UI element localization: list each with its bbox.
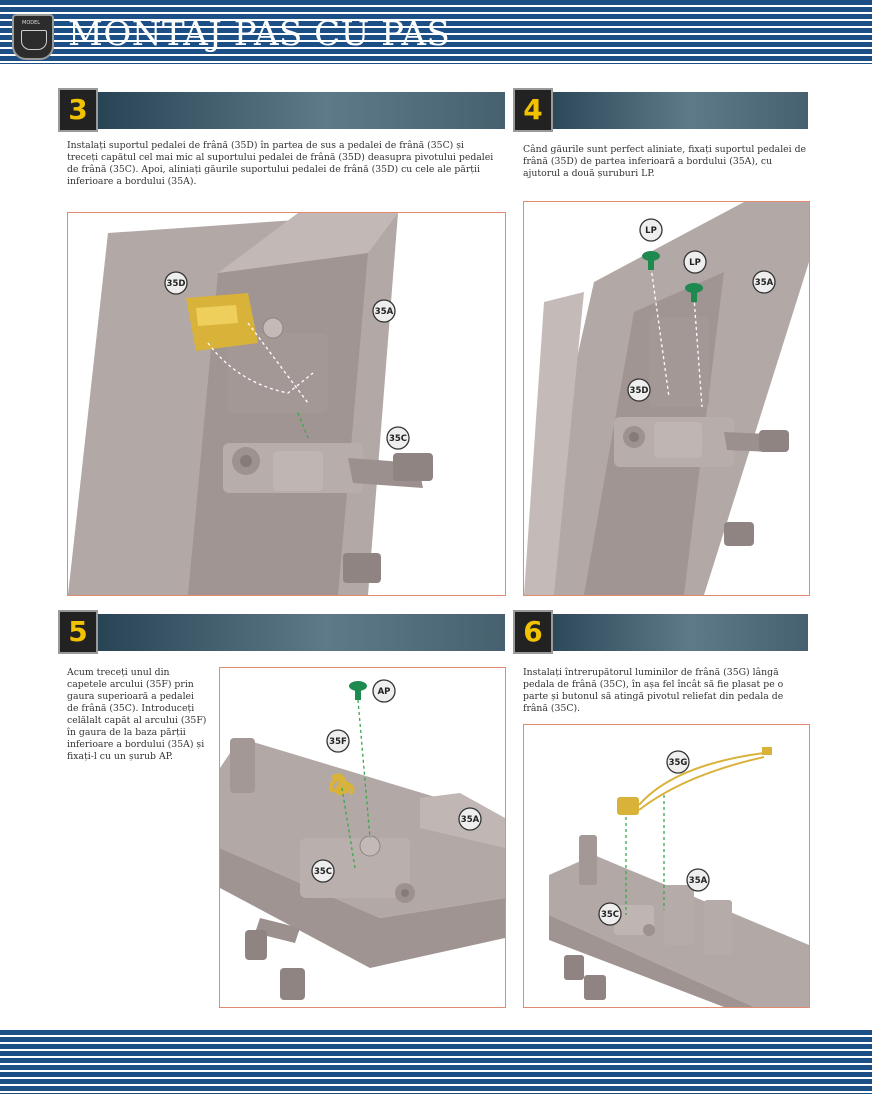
step-5-bar [58,614,505,651]
label-35a-callout: 35A [752,270,776,294]
step-6-text: Instalați întrerupătorul luminilor de fr… [523,667,784,714]
screw-lp-1-icon [642,251,660,270]
page-title: MONTAJ PAS CU PAS [68,14,451,54]
step-3-text: Instalați suportul pedalei de frână (35D… [67,140,494,187]
screw-lp-2-icon [685,283,703,302]
step-3-bar [58,92,505,129]
label-35g: 35G [669,758,688,768]
footer-stripes [0,1030,872,1094]
step-4-illustration: LP LP 35A 35D [523,201,810,596]
label-35d-callout: 35D [164,271,188,295]
label-35a: 35A [755,278,774,288]
step-6-illustration: 35G 35A 35C [523,724,810,1008]
step-6-bar [513,614,808,651]
label-35f-callout: 35F [326,729,350,753]
brake-switch-35g-icon [617,747,772,815]
step-5-number: 5 [58,610,98,654]
label-35d: 35D [167,279,186,289]
label-35c: 35C [314,867,332,877]
label-35a-callout: 35A [372,299,396,323]
label-35c: 35C [601,910,619,920]
screw-ap-icon [349,681,367,700]
label-35c-callout: 35C [386,426,410,450]
step-6-number: 6 [513,610,553,654]
label-35g-callout: 35G [666,750,690,774]
step-4-text: Când găurile sunt perfect aliniate, fixa… [523,144,807,179]
step-5-text: Acum treceți unul din capetele arcului (… [67,667,207,762]
label-ap: AP [378,687,391,697]
label-35c: 35C [389,434,407,444]
spring-35f-icon [328,773,355,796]
label-35a-callout: 35A [458,807,482,831]
label-lp-1: LP [645,226,657,236]
step-5-illustration: AP 35F 35A 35C [219,667,506,1008]
label-35c-callout: 35C [311,859,335,883]
step-4-bar [513,92,808,129]
label-35a: 35A [375,307,394,317]
step-4-number: 4 [513,88,553,132]
crest-shield-icon: MODEL [12,14,54,60]
label-35a: 35A [461,815,480,825]
label-35a-callout: 35A [686,868,710,892]
label-ap-callout: AP [372,679,396,703]
step-3-illustration: 35D 35A 35C [67,212,506,596]
header-banner: MODEL MONTAJ PAS CU PAS [0,0,872,64]
label-lp-2: LP [689,258,701,268]
label-lp-2-callout: LP [683,250,707,274]
label-35f: 35F [329,737,347,747]
label-35d: 35D [630,386,649,396]
step-3-number: 3 [58,88,98,132]
label-35a: 35A [689,876,708,886]
label-lp-1-callout: LP [639,218,663,242]
label-35d-callout: 35D [627,378,651,402]
label-35c-callout: 35C [598,902,622,926]
